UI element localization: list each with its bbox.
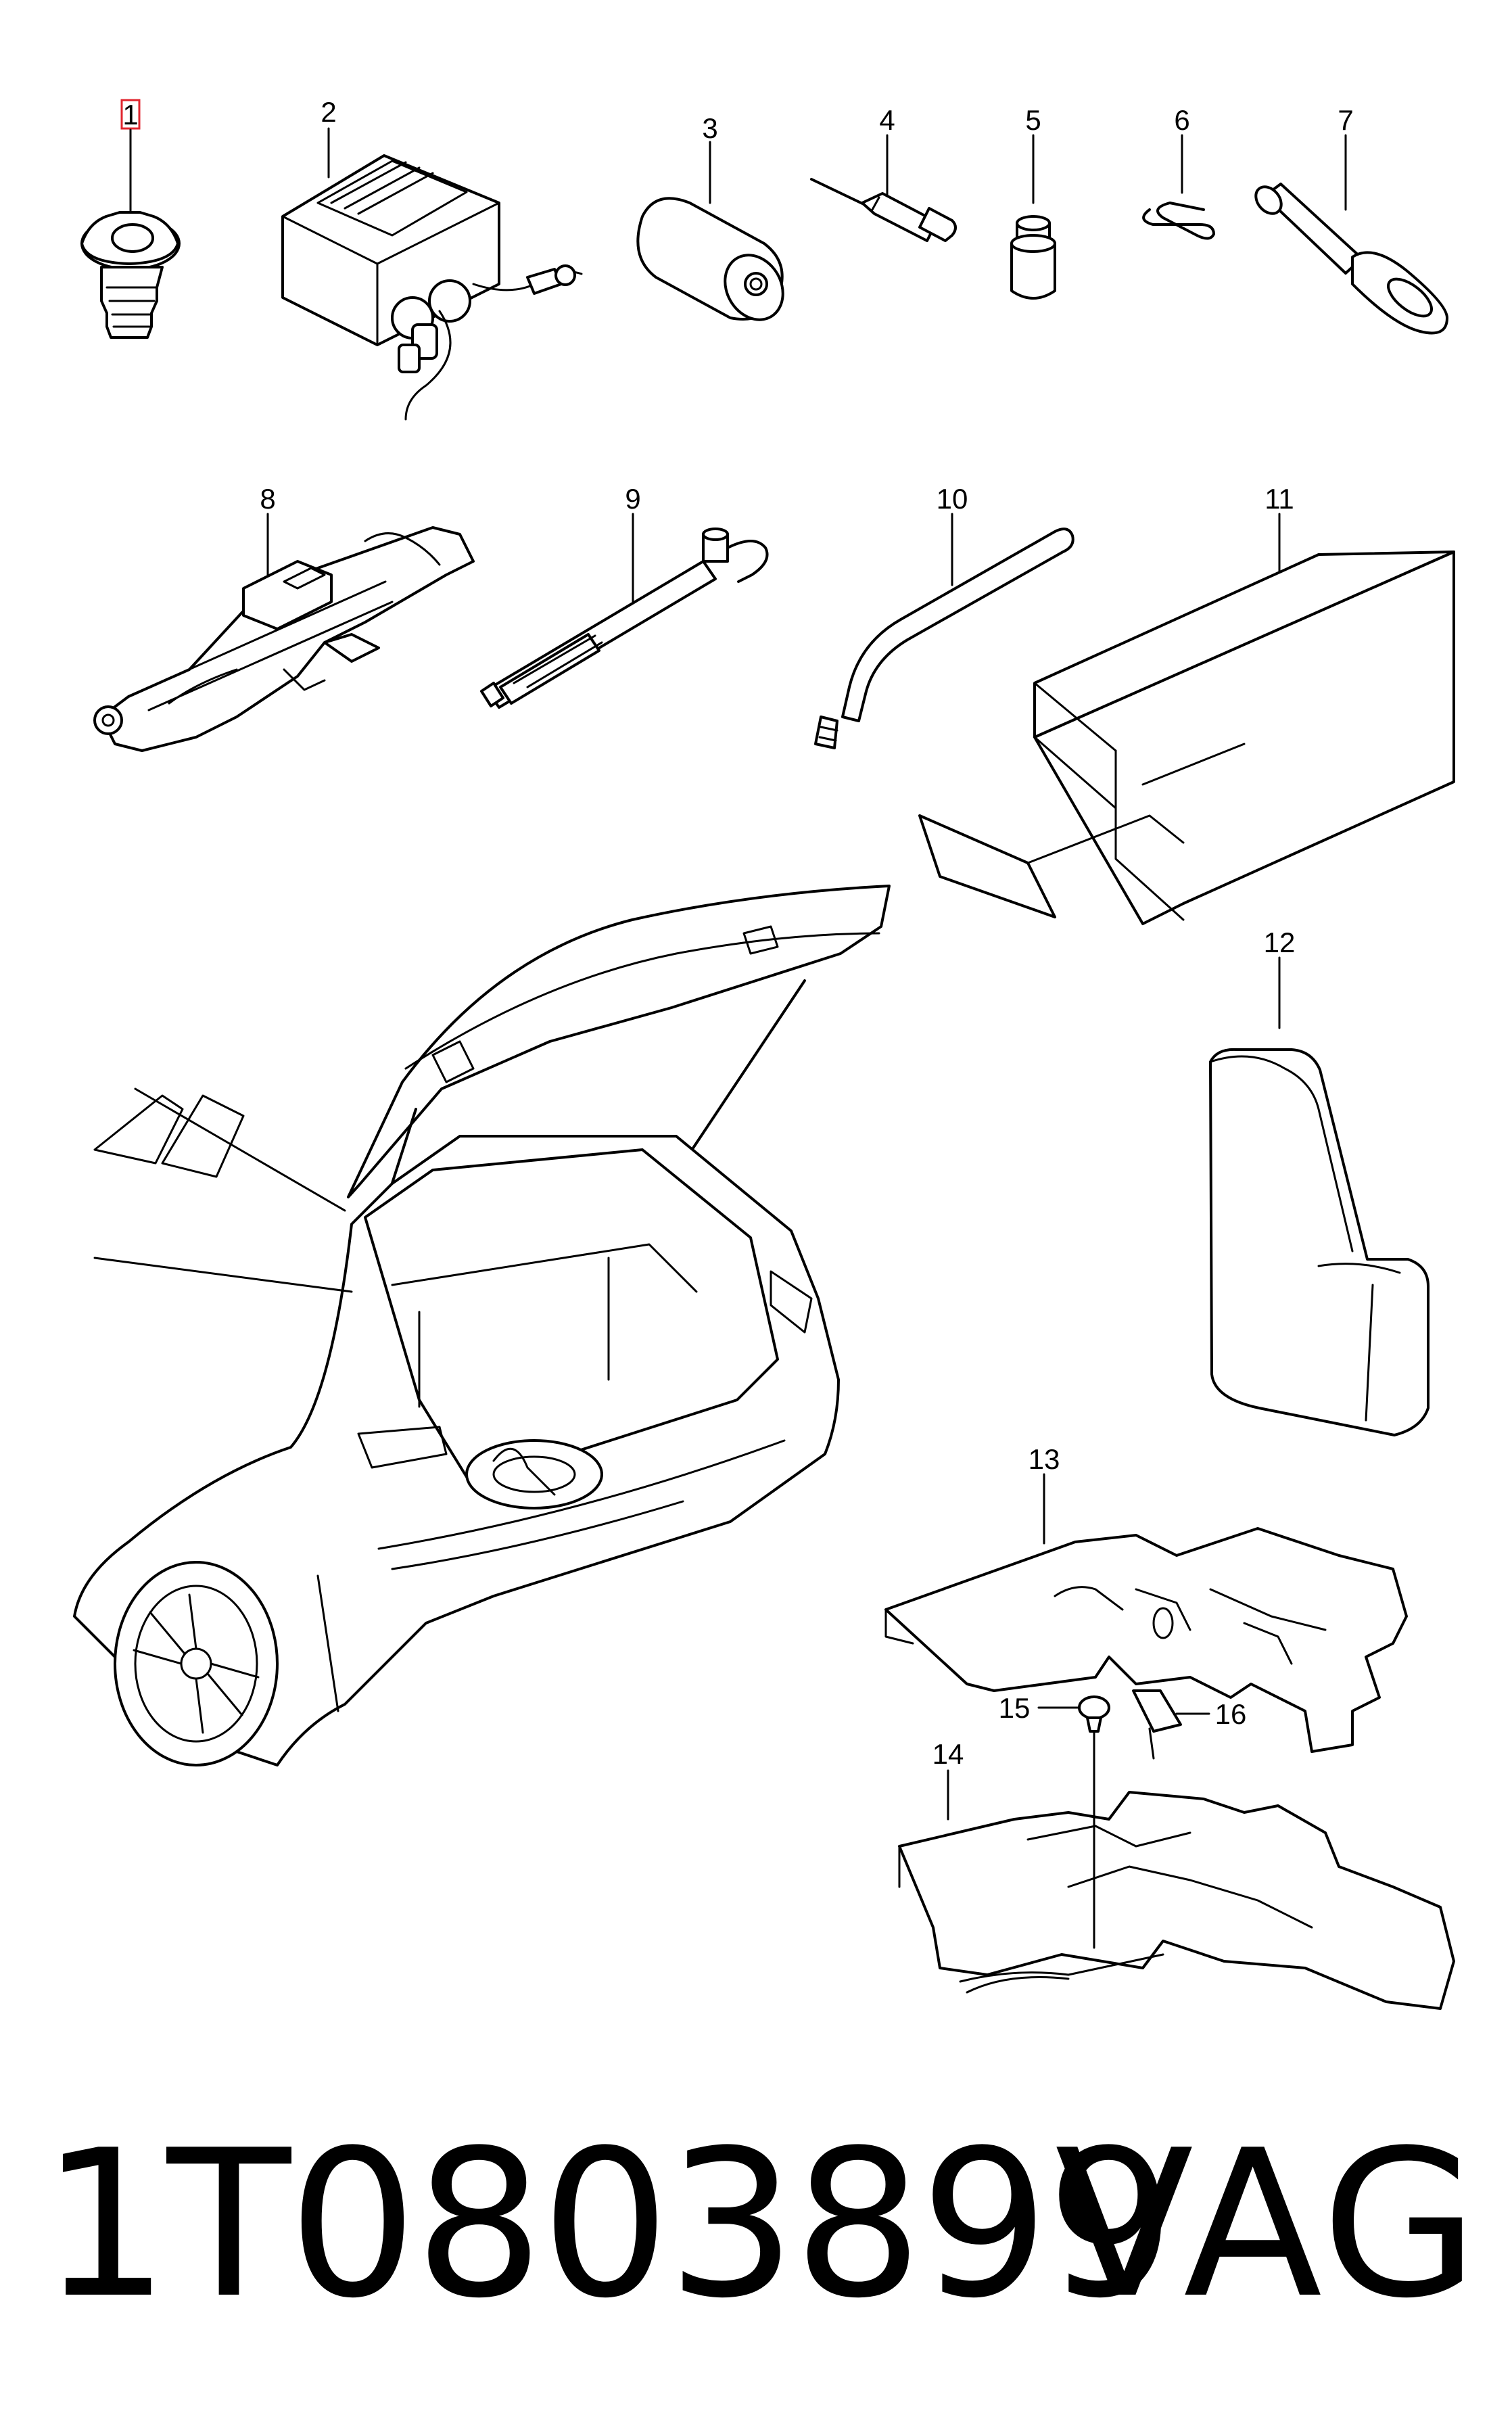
callout-9: 9 bbox=[625, 483, 640, 515]
part-1-threaded-knob[interactable] bbox=[80, 99, 181, 339]
callout-12: 12 bbox=[1264, 927, 1296, 958]
part-15-plug[interactable] bbox=[1037, 1695, 1110, 1733]
callout-10: 10 bbox=[937, 483, 968, 515]
part-5-socket-adapter[interactable] bbox=[1010, 134, 1056, 300]
callout-highlight-box bbox=[120, 99, 141, 130]
callout-14: 14 bbox=[932, 1738, 964, 1770]
part-12-foam-block[interactable] bbox=[1209, 956, 1430, 1436]
part-8-scissor-jack[interactable] bbox=[93, 513, 475, 752]
callout-11: 11 bbox=[1265, 483, 1294, 515]
callout-2: 2 bbox=[321, 96, 336, 128]
callout-4: 4 bbox=[879, 104, 895, 136]
callout-1: 1 bbox=[122, 99, 138, 131]
callout-15: 15 bbox=[999, 1692, 1031, 1724]
part-7-towing-eye[interactable] bbox=[1251, 134, 1448, 335]
callout-3: 3 bbox=[702, 112, 717, 144]
part-13-foam-tool-tray[interactable] bbox=[884, 1473, 1408, 1753]
car-rear-illustration bbox=[73, 885, 891, 1766]
callout-13: 13 bbox=[1029, 1443, 1060, 1475]
part-9-wheel-brace[interactable] bbox=[480, 513, 769, 709]
part-16-clip-tab[interactable] bbox=[1132, 1689, 1210, 1760]
part-14-foam-tray[interactable] bbox=[898, 1730, 1455, 2010]
part-4-valve-tool[interactable] bbox=[810, 134, 957, 242]
brand-label: VAG bbox=[1055, 2107, 1482, 2343]
callout-6: 6 bbox=[1174, 104, 1189, 136]
part-6-clip[interactable] bbox=[1142, 134, 1215, 240]
part-number: 1T0803899 bbox=[41, 2107, 1175, 2343]
callout-7: 7 bbox=[1338, 104, 1353, 136]
callout-8: 8 bbox=[260, 483, 275, 515]
callout-5: 5 bbox=[1025, 104, 1041, 136]
callout-16: 16 bbox=[1215, 1698, 1247, 1730]
part-10-extension-bar[interactable] bbox=[814, 513, 1074, 749]
part-2-tire-compressor[interactable] bbox=[281, 127, 583, 421]
part-11-storage-box[interactable] bbox=[918, 513, 1455, 925]
part-3-sealant-bottle[interactable] bbox=[636, 141, 794, 330]
